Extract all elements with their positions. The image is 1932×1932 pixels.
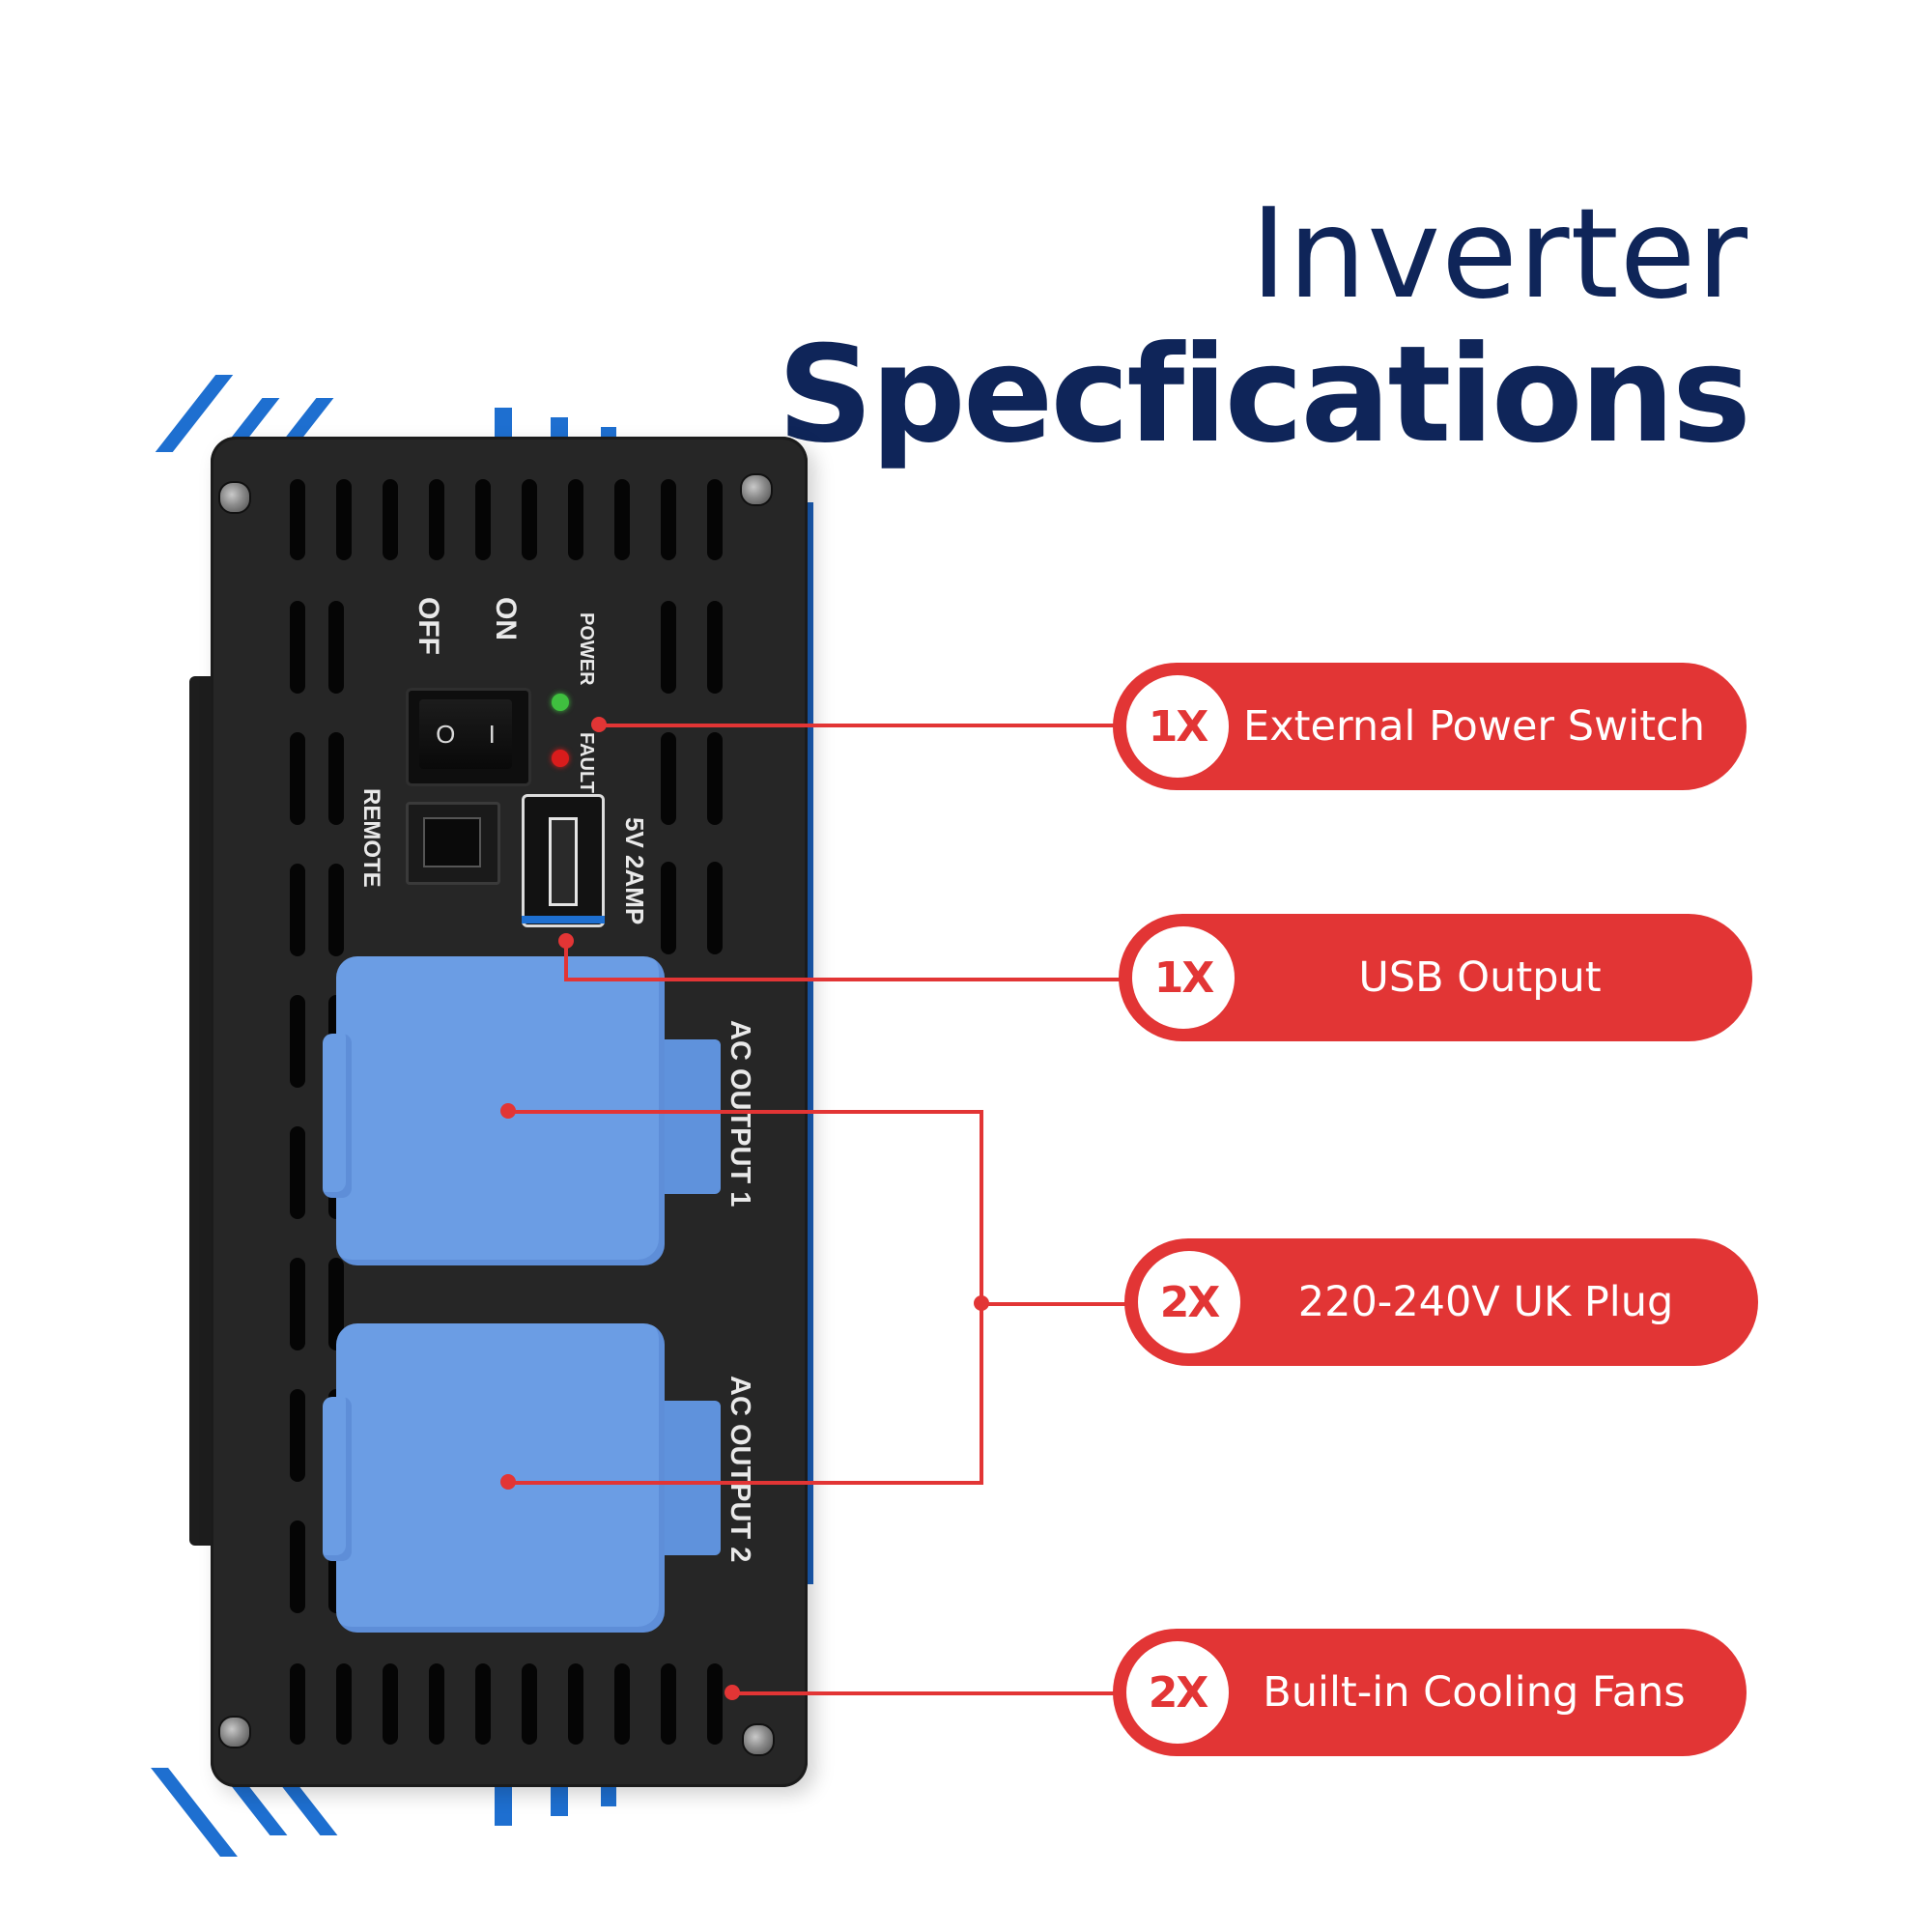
- switch-off-symbol: O: [436, 719, 456, 749]
- vent-slot: [328, 732, 344, 825]
- vent-slot: [568, 479, 583, 560]
- power-led: [552, 694, 569, 711]
- remote-port-socket: [423, 817, 481, 867]
- vent-slot: [661, 1663, 676, 1745]
- vent-slot: [290, 1126, 305, 1219]
- off-label: OFF: [412, 597, 444, 655]
- vent-slot: [707, 862, 723, 954]
- feature-count-badge: 1X: [1132, 926, 1235, 1029]
- feature-label: Built-in Cooling Fans: [1263, 1668, 1686, 1717]
- vent-slot: [290, 479, 305, 560]
- vent-slot: [429, 1663, 444, 1745]
- on-label: ON: [490, 597, 522, 640]
- vent-slot: [290, 1389, 305, 1482]
- heatsink-fin: [551, 1777, 568, 1816]
- vent-slot: [707, 732, 723, 825]
- socket-cover-hinge: [657, 1401, 721, 1555]
- fault-led: [552, 750, 569, 767]
- connector-line: [732, 1691, 1119, 1695]
- remote-label: REMOTE: [358, 788, 384, 888]
- vent-slot: [522, 479, 537, 560]
- vent-slot: [475, 479, 491, 560]
- feature-pill-uk-plug: 2X 220-240V UK Plug: [1124, 1238, 1758, 1366]
- ac-socket-cover-1-tab: [323, 1034, 352, 1198]
- feature-pill-cooling-fans: 2X Built-in Cooling Fans: [1113, 1629, 1747, 1756]
- feature-count-badge: 1X: [1126, 675, 1229, 778]
- vent-slot: [328, 601, 344, 694]
- socket-cover-hinge: [657, 1039, 721, 1194]
- screw-bottom-right: [742, 1723, 775, 1756]
- usb-port-accent: [522, 916, 605, 923]
- power-led-label: POWER: [576, 612, 597, 686]
- ac-socket-cover-2-tab: [323, 1397, 352, 1561]
- vent-slot: [661, 479, 676, 560]
- vent-slot: [383, 479, 398, 560]
- title-line-2: Specfications: [777, 317, 1751, 472]
- vent-slot: [328, 1258, 344, 1350]
- vent-slot: [328, 864, 344, 956]
- vent-slot: [707, 601, 723, 694]
- vent-slot: [290, 1663, 305, 1745]
- feature-label: USB Output: [1358, 953, 1602, 1002]
- feature-count-badge: 2X: [1126, 1641, 1229, 1744]
- ac-output-2-label: AC OUTPUT 2: [724, 1376, 755, 1563]
- vent-slot: [290, 864, 305, 956]
- screw-top-left: [218, 481, 251, 514]
- vent-slot: [290, 1520, 305, 1613]
- fault-led-label: FAULT: [576, 732, 597, 793]
- power-switch[interactable]: O I: [419, 699, 512, 769]
- connector-line: [981, 1302, 1126, 1306]
- screw-bottom-left: [218, 1716, 251, 1748]
- connector-line: [508, 1110, 983, 1114]
- connector-line: [564, 978, 1124, 981]
- vent-slot: [661, 862, 676, 954]
- vent-slot: [661, 732, 676, 825]
- vent-slot: [661, 601, 676, 694]
- feature-label: 220-240V UK Plug: [1297, 1278, 1674, 1326]
- vent-slot: [290, 1258, 305, 1350]
- vent-slot: [522, 1663, 537, 1745]
- vent-slot: [614, 1663, 630, 1745]
- feature-count-badge: 2X: [1138, 1251, 1240, 1353]
- title-line-1: Inverter: [1250, 183, 1748, 327]
- vent-slot: [383, 1663, 398, 1745]
- switch-on-symbol: I: [488, 719, 496, 749]
- feature-pill-usb-output: 1X USB Output: [1119, 914, 1752, 1041]
- vent-slot: [429, 479, 444, 560]
- vent-slot: [475, 1663, 491, 1745]
- feature-pill-power-switch: 1X External Power Switch: [1113, 663, 1747, 790]
- vent-slot: [568, 1663, 583, 1745]
- connector-line: [508, 1481, 983, 1485]
- usb-label: 5V 2AMP: [620, 817, 649, 925]
- connector-line: [564, 941, 568, 980]
- heatsink-fin: [495, 1777, 512, 1826]
- vent-slot: [290, 601, 305, 694]
- vent-slot: [336, 479, 352, 560]
- screw-top-right: [740, 473, 773, 506]
- feature-label: External Power Switch: [1243, 702, 1705, 751]
- vent-slot: [290, 995, 305, 1088]
- vent-slot: [290, 732, 305, 825]
- vent-slot: [707, 1663, 723, 1745]
- connector-line: [599, 724, 1121, 727]
- vent-slot: [707, 479, 723, 560]
- usb-port-socket: [549, 817, 578, 906]
- vent-slot: [614, 479, 630, 560]
- vent-slot: [336, 1663, 352, 1745]
